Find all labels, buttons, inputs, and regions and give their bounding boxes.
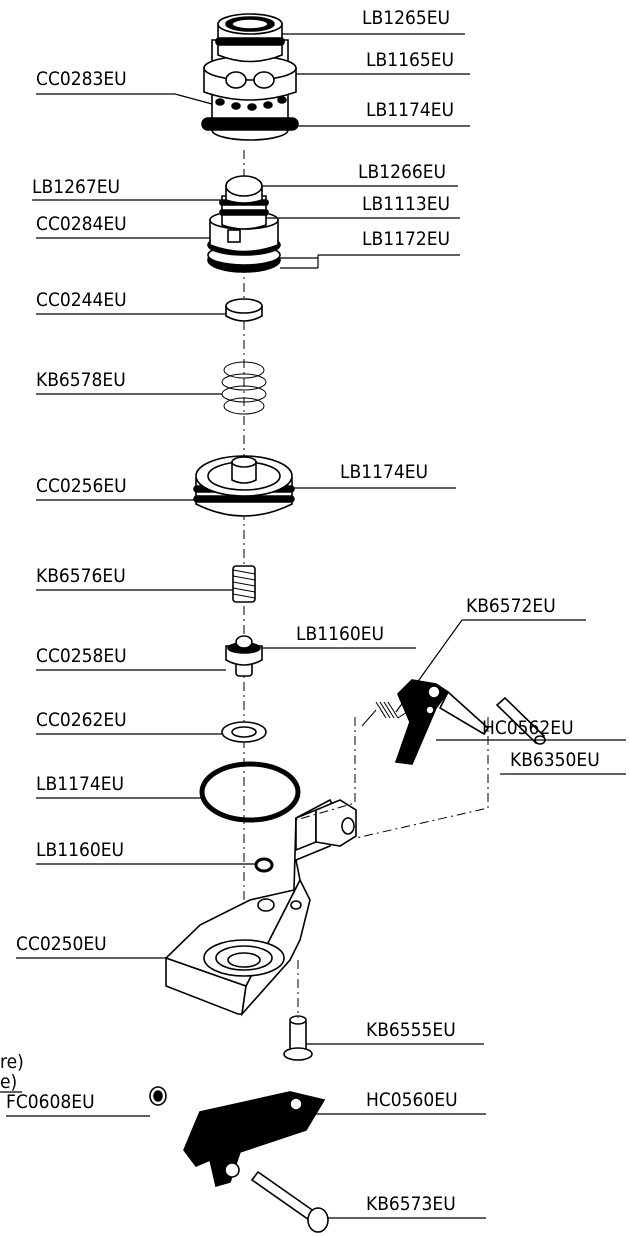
svg-text:e): e) — [0, 1071, 17, 1093]
assembly-guide-lines — [295, 717, 489, 1018]
callout-lb1174eu-top: LB1174EU — [298, 99, 470, 127]
svg-text:LB1267EU: LB1267EU — [32, 176, 120, 198]
callout-lb1174eu-ring: LB1174EU — [36, 773, 202, 799]
svg-text:LB1174EU: LB1174EU — [36, 773, 124, 795]
valve-body-part — [193, 455, 295, 517]
cartridge-middle-part — [207, 175, 281, 273]
cartridge-top-part — [201, 13, 299, 141]
svg-text:CC0284EU: CC0284EU — [36, 213, 127, 235]
callout-lb1265eu: LB1265EU — [282, 7, 465, 35]
seal-disc-part — [225, 298, 263, 322]
svg-text:KB6572EU: KB6572EU — [466, 595, 556, 617]
spring-large-part — [221, 361, 267, 415]
svg-text:FC0608EU: FC0608EU — [6, 1091, 95, 1113]
callout-lb1160eu-upper: LB1160EU — [262, 623, 416, 649]
svg-text:LB1265EU: LB1265EU — [362, 7, 450, 29]
valve-part — [225, 635, 263, 677]
svg-text:LB1113EU: LB1113EU — [362, 193, 450, 215]
svg-text:LB1174EU: LB1174EU — [366, 99, 454, 121]
callout-lb1267eu: LB1267EU — [32, 176, 222, 201]
small-o-ring-part — [254, 857, 274, 873]
callout-lb1172eu: LB1172EU — [280, 228, 460, 269]
callout-hc0560eu: HC0560EU — [306, 1089, 486, 1115]
svg-text:LB1160EU: LB1160EU — [36, 839, 124, 861]
svg-text:CC0244EU: CC0244EU — [36, 289, 127, 311]
callout-lb1160eu-lower: LB1160EU — [36, 839, 256, 865]
callout-cc0283eu: CC0283EU — [36, 68, 213, 105]
callout-lb1165eu: LB1165EU — [296, 49, 470, 75]
svg-text:CC0262EU: CC0262EU — [36, 709, 127, 731]
svg-text:KB6576EU: KB6576EU — [36, 565, 126, 587]
axle-pin-part — [250, 1170, 329, 1233]
base-plate-part — [164, 798, 357, 1017]
svg-text:LB1165EU: LB1165EU — [366, 49, 454, 71]
callout-fc0608eu: FC0608EU — [6, 1091, 150, 1117]
pin-part — [495, 696, 546, 745]
spring-small-part — [232, 565, 256, 603]
svg-text:LB1174EU: LB1174EU — [340, 461, 428, 483]
callout-kb6572eu: KB6572EU — [395, 595, 586, 713]
svg-text:HC0560EU: HC0560EU — [366, 1089, 458, 1111]
svg-text:HC0562EU: HC0562EU — [482, 717, 574, 739]
callout-kb6573eu: KB6573EU — [328, 1193, 486, 1219]
callout-kb6578eu: KB6578EU — [36, 369, 222, 395]
callout-cc0256eu: CC0256EU — [36, 475, 196, 501]
callout-kb6555eu: KB6555EU — [306, 1019, 484, 1045]
note-fragment-2: e) — [0, 1071, 22, 1093]
callout-cc0244eu: CC0244EU — [36, 289, 226, 315]
svg-text:LB1172EU: LB1172EU — [362, 228, 450, 250]
washer-small-part — [149, 1086, 167, 1106]
torsion-spring-part — [361, 701, 411, 727]
svg-text:LB1160EU: LB1160EU — [296, 623, 384, 645]
svg-text:CC0256EU: CC0256EU — [36, 475, 127, 497]
svg-text:CC0283EU: CC0283EU — [36, 68, 127, 90]
pivot-pin-part — [283, 1015, 313, 1061]
bottom-lever-part — [183, 1091, 326, 1188]
svg-text:CC0250EU: CC0250EU — [16, 933, 107, 955]
svg-text:CC0258EU: CC0258EU — [36, 645, 127, 667]
callout-hc0562eu: HC0562EU — [436, 717, 626, 741]
callout-kb6350eu: KB6350EU — [500, 749, 626, 775]
callout-cc0250eu: CC0250EU — [16, 933, 166, 959]
svg-text:KB6555EU: KB6555EU — [366, 1019, 456, 1041]
callout-lb1174eu-mid: LB1174EU — [292, 461, 456, 489]
callout-cc0262eu: CC0262EU — [36, 709, 222, 735]
svg-text:KB6573EU: KB6573EU — [366, 1193, 456, 1215]
o-ring-part — [199, 761, 301, 823]
callout-lb1113eu: LB1113EU — [266, 193, 460, 219]
svg-text:LB1266EU: LB1266EU — [358, 161, 446, 183]
lever-part — [394, 679, 490, 765]
svg-text:KB6350EU: KB6350EU — [510, 749, 600, 771]
callout-cc0284eu: CC0284EU — [36, 213, 210, 239]
callout-kb6576eu: KB6576EU — [36, 565, 233, 591]
note-fragment-1: re) — [0, 1051, 24, 1073]
washer-part — [221, 721, 267, 743]
svg-text:KB6578EU: KB6578EU — [36, 369, 126, 391]
callout-cc0258eu: CC0258EU — [36, 645, 226, 671]
callout-lb1266eu: LB1266EU — [262, 161, 458, 187]
